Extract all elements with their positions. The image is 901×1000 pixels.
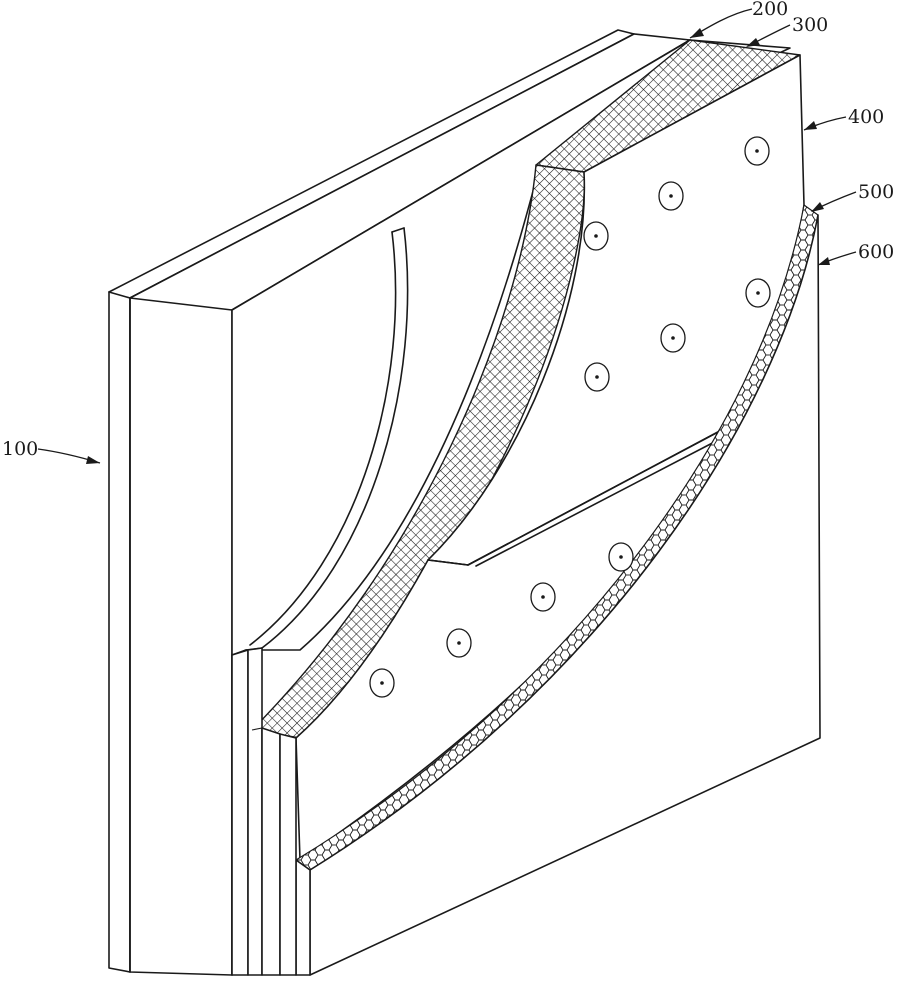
anchor-center: [457, 641, 461, 645]
layer-400-insulation: [295, 54, 805, 861]
arrowhead-600: [818, 257, 830, 265]
panel-edge-layers: [231, 647, 297, 976]
callout-600: 600: [858, 241, 894, 263]
arrowhead-200: [690, 28, 704, 38]
callout-300: 300: [792, 14, 828, 36]
callout-100: 100: [2, 438, 38, 460]
callouts: 100 200 300 400 500 600: [2, 0, 894, 464]
arrowhead-500: [811, 202, 824, 212]
anchor-bolt: [369, 668, 395, 698]
arrowhead-100: [86, 456, 100, 464]
anchor-group: [369, 136, 771, 698]
anchor-bolt: [584, 362, 610, 392]
anchor-center: [755, 149, 759, 153]
anchor-bolt: [744, 136, 770, 166]
anchor-center: [756, 291, 760, 295]
callout-400: 400: [848, 106, 884, 128]
callout-200: 200: [752, 0, 788, 20]
anchor-bolt: [583, 221, 609, 251]
anchor-center: [594, 234, 598, 238]
callout-500: 500: [858, 181, 894, 203]
anchor-bolt: [745, 278, 771, 308]
anchor-bolt: [530, 582, 556, 612]
anchor-center: [619, 555, 623, 559]
arrowhead-300: [746, 38, 760, 47]
anchor-bolt: [660, 323, 686, 353]
anchor-bolt: [446, 628, 472, 658]
anchor-center: [595, 375, 599, 379]
anchor-center: [669, 194, 673, 198]
anchor-bolt: [658, 181, 684, 211]
anchor-center: [380, 681, 384, 685]
anchor-center: [671, 336, 675, 340]
anchor-bolt: [608, 542, 634, 572]
arrowhead-400: [804, 121, 817, 130]
anchor-center: [541, 595, 545, 599]
